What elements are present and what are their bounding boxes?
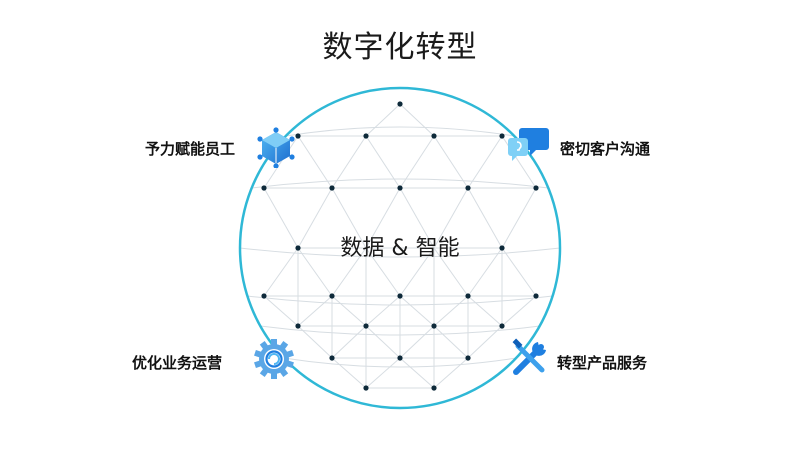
grid-line <box>263 295 299 327</box>
grid-line <box>501 187 537 249</box>
latitude-arc <box>247 295 553 306</box>
grid-line <box>467 295 503 327</box>
grid-line <box>399 187 435 249</box>
grid-line <box>399 325 435 359</box>
pillar-label-engage-customers: 密切客户沟通 <box>560 140 651 158</box>
grid-line <box>501 135 537 189</box>
grid-line <box>399 295 435 327</box>
latitude-arc <box>260 325 540 336</box>
page-title: 数字化转型 <box>322 30 478 65</box>
grid-line <box>263 187 299 249</box>
pillar-label-optimize-operations: 优化业务运营 <box>132 354 223 372</box>
grid-node <box>397 355 403 361</box>
grid-line <box>331 295 367 327</box>
grid-line <box>399 357 435 389</box>
grid-node <box>261 293 267 299</box>
grid-node <box>295 323 301 329</box>
grid-line <box>365 135 401 189</box>
grid-line <box>501 295 537 327</box>
latitude-arc <box>283 357 517 368</box>
gear-icon <box>254 339 294 379</box>
grid-line <box>263 135 299 189</box>
grid-node <box>465 355 471 361</box>
grid-line <box>467 187 503 249</box>
grid-node <box>499 133 505 139</box>
grid-line <box>365 247 401 297</box>
gear-tooth <box>271 371 277 379</box>
grid-line <box>467 135 503 189</box>
latitude-arc <box>251 178 549 189</box>
grid-node <box>431 133 437 139</box>
grid-line <box>433 295 469 327</box>
grid-node <box>295 133 301 139</box>
grid-line <box>467 247 503 297</box>
grid-line <box>297 187 333 249</box>
wrench-screwdriver-icon <box>512 338 546 375</box>
grid-node <box>329 185 335 191</box>
grid-line <box>297 247 333 297</box>
grid-line <box>297 135 333 189</box>
grid-line <box>331 325 367 359</box>
grid-line <box>399 247 435 297</box>
latitude-arc <box>285 126 515 137</box>
grid-node <box>431 385 437 391</box>
grid-line <box>365 325 401 359</box>
grid-node <box>397 293 403 299</box>
grid-line <box>433 325 469 359</box>
gear-tooth <box>271 339 277 347</box>
grid-line <box>297 295 333 327</box>
grid-line <box>433 357 469 389</box>
grid-node <box>533 293 539 299</box>
grid-line <box>399 103 435 137</box>
grid-line <box>297 325 333 359</box>
grid-node <box>363 323 369 329</box>
grid-node <box>295 245 301 251</box>
grid-line <box>399 135 435 189</box>
chat-bubbles-icon <box>508 128 549 161</box>
pillar-label-transform-products: 转型产品服务 <box>557 354 648 372</box>
grid-node <box>397 101 403 107</box>
grid-line <box>433 135 469 189</box>
grid-node <box>499 323 505 329</box>
grid-line <box>331 357 367 389</box>
grid-node <box>363 133 369 139</box>
grid-node <box>261 185 267 191</box>
grid-line <box>365 295 401 327</box>
grid-node <box>465 293 471 299</box>
center-label: 数据 & 智能 <box>340 236 460 261</box>
grid-line <box>365 103 401 137</box>
grid-line <box>263 247 299 297</box>
grid-line <box>365 187 401 249</box>
grid-line <box>467 325 503 359</box>
sphere-grid <box>240 103 560 389</box>
grid-line <box>331 187 367 249</box>
grid-node <box>363 385 369 391</box>
grid-line <box>365 357 401 389</box>
grid-line <box>501 247 537 297</box>
cube-network-icon <box>257 127 295 168</box>
grid-node <box>499 245 505 251</box>
latitude-arc <box>240 247 560 258</box>
sphere-nodes <box>261 101 539 391</box>
grid-node <box>465 185 471 191</box>
grid-node <box>329 293 335 299</box>
grid-node <box>533 185 539 191</box>
grid-node <box>397 185 403 191</box>
grid-node <box>329 355 335 361</box>
grid-node <box>431 323 437 329</box>
sphere-ring <box>238 86 562 410</box>
grid-line <box>433 187 469 249</box>
grid-line <box>331 135 367 189</box>
pillar-label-empower-employees: 予力赋能员工 <box>145 140 236 158</box>
